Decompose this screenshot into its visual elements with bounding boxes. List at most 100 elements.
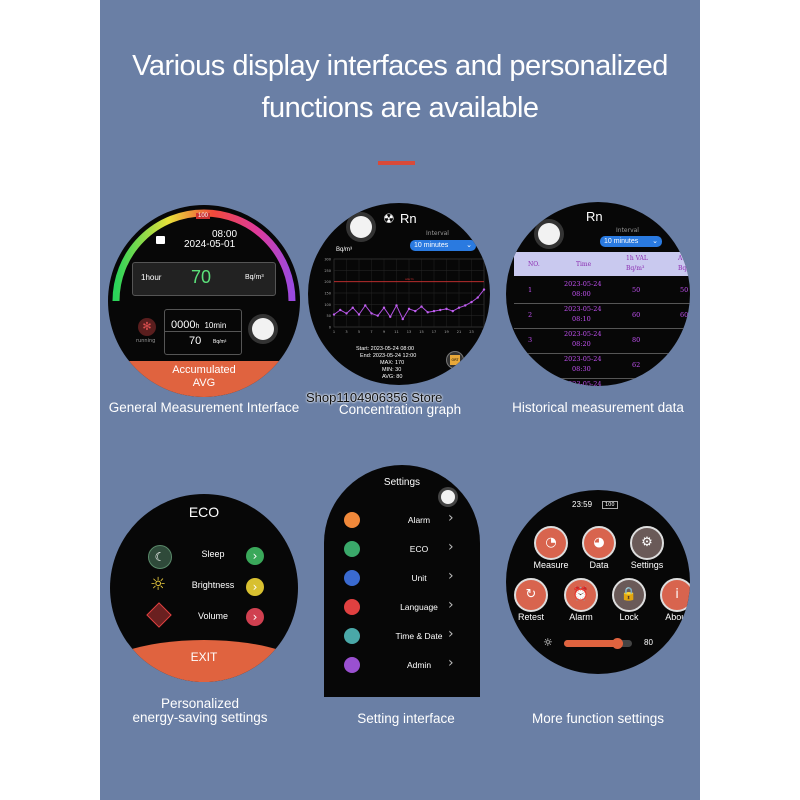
table-cell-date: 2023-05-24 [564, 330, 602, 338]
table-cell-val: 50 [632, 286, 641, 294]
language-icon [344, 599, 360, 615]
x-tick-label: 11 [394, 330, 398, 334]
settings-item-label: Unit [411, 573, 427, 583]
table-cell-date: 2023-05-24 [564, 380, 602, 386]
function-label: Data [589, 560, 609, 570]
alarm-button[interactable]: ⏰ [564, 578, 598, 612]
crown-button-graph[interactable] [350, 216, 372, 238]
settings-title: Settings [383, 477, 421, 488]
caption-history: Historical measurement data [512, 400, 684, 415]
crown-button-history[interactable] [538, 223, 560, 245]
settings-item-label: ECO [409, 544, 429, 554]
accumulated-avg-button[interactable]: Accumulated AVG [108, 361, 300, 397]
alarm-icon: ⏰ [572, 587, 590, 602]
chevron-down-icon: ⌄ [466, 242, 472, 249]
reading-value: 70 [191, 267, 212, 287]
brightness-toggle[interactable]: › [246, 578, 264, 596]
x-tick-label: 19 [444, 330, 448, 334]
x-tick-label: 1 [333, 330, 335, 334]
chevron-right-icon: › [448, 655, 454, 671]
crown-button-settings[interactable] [441, 490, 455, 504]
about-button[interactable]: i [660, 578, 690, 612]
y-tick-label: 0 [329, 326, 331, 330]
watch-history: Rn Interval 10 minutes⌄ NO. Time 1h VAL … [506, 202, 690, 386]
table-cell-no: 1 [528, 286, 533, 294]
table-cell-time: 08:10 [572, 315, 591, 323]
x-tick-label: 9 [383, 330, 385, 334]
table-row[interactable]: 2023-05-24 [514, 378, 690, 386]
function-label: Alarm [569, 612, 593, 622]
functions-battery: 100 [602, 501, 618, 509]
settings-item-eco[interactable]: ECO› [324, 538, 480, 560]
settings-item-label: Admin [406, 660, 432, 670]
settings-item-label: Language [400, 602, 438, 612]
x-tick-label: 3 [345, 330, 347, 334]
settings-item-label: Time & Date [395, 631, 443, 641]
volume-toggle[interactable]: › [246, 608, 264, 626]
y-tick-label: 50 [327, 314, 331, 318]
data-button[interactable]: ◕ [582, 526, 616, 560]
lock-icon: 🔒 [620, 587, 638, 602]
data-point [364, 304, 367, 307]
settings-icon: ⚙ [641, 535, 653, 550]
user-icon [344, 657, 360, 673]
table-cell-val: 60 [632, 311, 641, 319]
table-cell-time: 08:00 [572, 290, 591, 298]
brightness-slider-handle[interactable] [612, 638, 624, 649]
data-point [464, 304, 467, 307]
store-watermark: Shop1104906356 Store [306, 390, 443, 405]
interval-select[interactable]: 10 minutes⌄ [410, 240, 476, 251]
measure-button[interactable]: ◔ [534, 526, 568, 560]
settings-item-admin[interactable]: Admin › [324, 654, 480, 676]
x-tick-label: 5 [358, 330, 360, 334]
brightness-slider[interactable] [564, 638, 632, 649]
data-point [389, 315, 392, 318]
caption-measurement: General Measurement Interface [108, 400, 300, 415]
duration-hours-unit: h [195, 323, 200, 330]
settings-item-language[interactable]: Language › [324, 596, 480, 618]
retest-icon: ↻ [525, 587, 537, 602]
retest-button[interactable]: ↻ [514, 578, 548, 612]
history-table-header: NO. Time 1h VAL Bq/m³ A Bq/ [514, 252, 690, 276]
settings-item-label: Alarm [407, 515, 431, 525]
x-tick-label: 17 [432, 330, 436, 334]
accumulated-unit: Bq/m³ [213, 339, 227, 345]
data-point [407, 307, 411, 311]
brightness-value: 80 [644, 638, 653, 647]
y-tick-label: 300 [324, 258, 331, 262]
table-cell-acc: 60 [680, 311, 689, 319]
crown-button[interactable] [252, 318, 274, 340]
promo-panel: Various display interfaces and personali… [100, 0, 700, 800]
interval-label: Interval [426, 230, 449, 237]
export-button[interactable]: ORT [446, 351, 464, 369]
data-point [426, 311, 429, 314]
settings-item-time-date[interactable]: Time & Date› [324, 625, 480, 647]
data-point [345, 312, 348, 315]
lock-button[interactable]: 🔒 [612, 578, 646, 612]
eco-brightness-label: Brightness [191, 580, 235, 590]
table-cell-time: 08:30 [572, 365, 591, 373]
function-label: Retest [517, 612, 544, 622]
sleep-toggle[interactable]: › [246, 547, 264, 565]
exit-button[interactable]: EXIT [110, 640, 298, 682]
functions-time: 23:59 [572, 500, 593, 509]
y-tick-label: 200 [324, 280, 331, 284]
settings-item-unit[interactable]: Unit› [324, 567, 480, 589]
x-tick-label: 25 [482, 330, 486, 334]
settings-button[interactable]: ⚙ [630, 526, 664, 560]
chevron-right-icon: › [448, 597, 454, 613]
pie-chart-icon: ◕ [593, 535, 605, 550]
eco-title: ECO [188, 504, 220, 520]
headline-line2: functions are available [261, 92, 539, 124]
data-point [420, 305, 423, 308]
duration-minutes: 10min [204, 321, 227, 330]
reading-box: 1hour 70 Bq/m³ [132, 262, 276, 296]
history-interval-select[interactable]: 10 minutes⌄ [600, 236, 662, 247]
settings-item-alarm[interactable]: Alarm› [324, 509, 480, 531]
caption-settings: Setting interface [357, 711, 455, 726]
